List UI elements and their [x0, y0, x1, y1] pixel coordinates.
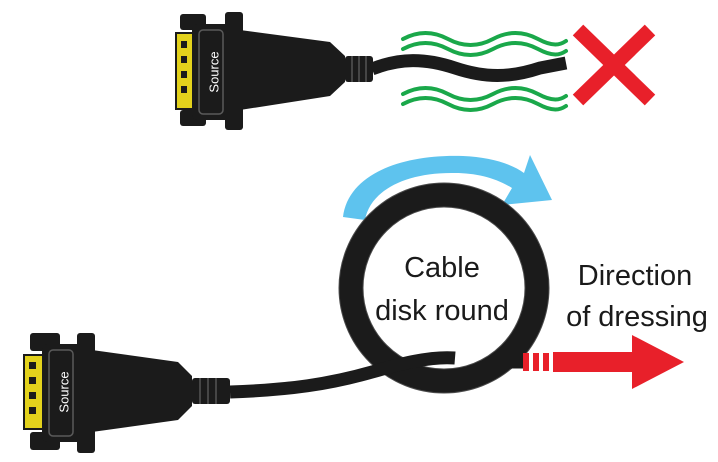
bottom-connector — [23, 333, 230, 453]
cross-icon — [572, 24, 656, 106]
curved-arrow-icon — [343, 155, 552, 220]
direction-label-line2: of dressing — [566, 301, 708, 333]
bottom-cable — [229, 351, 456, 399]
cable-coil — [339, 183, 549, 393]
bottom-connector-label: Source — [56, 371, 71, 412]
top-wavy-cable — [369, 54, 568, 82]
coil-label-line1: Cable — [404, 252, 480, 284]
cable-coil-highlight-inner — [362, 206, 526, 370]
top-connector-label: Source — [206, 51, 221, 92]
wave-lines-lower — [401, 86, 568, 112]
coil-label-line2: disk round — [375, 295, 509, 327]
right-arrow-icon — [523, 335, 684, 389]
cable-coil-highlight-outer — [338, 182, 550, 394]
top-connector — [175, 12, 373, 130]
direction-label-line1: Direction — [577, 260, 693, 292]
wave-lines-upper — [401, 31, 568, 57]
